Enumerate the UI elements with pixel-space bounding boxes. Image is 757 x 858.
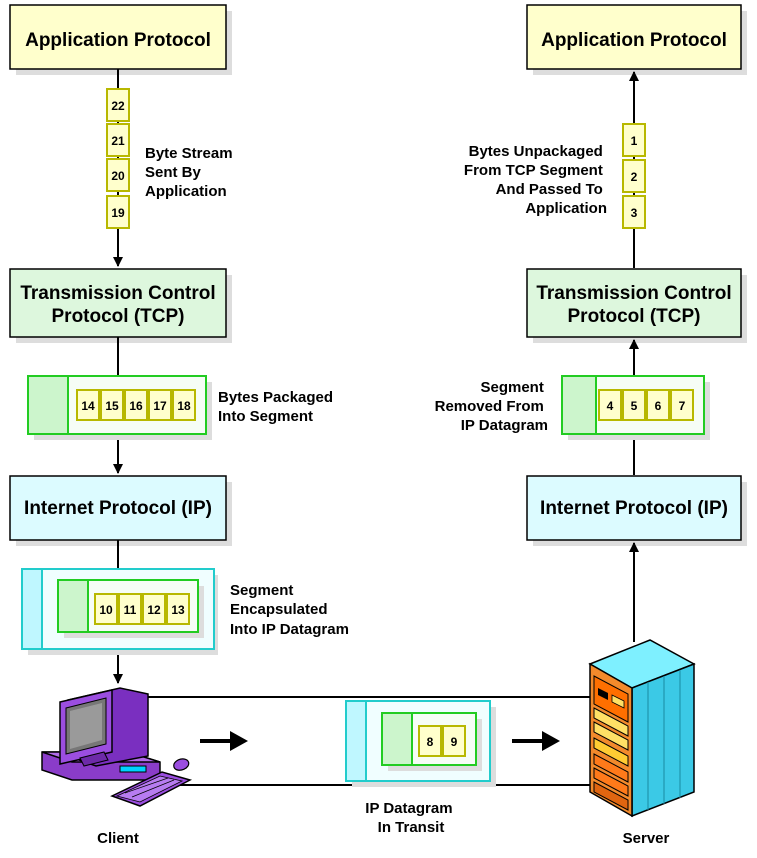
byte-box: 18 [172,389,196,421]
client-tcp-label-line2: Protocol (TCP) [52,306,185,327]
byte-box: 9 [442,725,466,757]
server-label: Server [623,830,670,847]
client-stream-note: Byte Stream Sent By Application [145,145,237,200]
byte-box: 11 [118,593,142,625]
byte-label: 1 [631,134,638,148]
transit-ip-datagram: 8 9 [345,700,496,787]
byte-label: 9 [451,735,458,749]
client-tcp-segment: 14 15 16 17 18 [27,375,212,440]
byte-label: 16 [129,399,143,413]
transit-arrow-right-icon [200,731,248,751]
client-application-protocol-label: Application Protocol [25,30,211,51]
byte-label: 15 [105,399,119,413]
byte-label: 20 [111,169,125,183]
client-application-protocol-box: Application Protocol [9,4,232,75]
server-ip-box: Internet Protocol (IP) [526,475,747,546]
client-byte-stream: 22 21 20 19 [106,88,130,229]
server-tcp-label-line1: Transmission Control [536,283,731,304]
client-ip-box: Internet Protocol (IP) [9,475,232,546]
byte-label: 13 [171,603,185,617]
byte-label: 6 [655,399,662,413]
server-byte-stream: 1 2 3 [622,123,646,229]
server-tcp-box: Transmission Control Protocol (TCP) [526,268,747,343]
byte-box: 16 [124,389,148,421]
byte-label: 2 [631,170,638,184]
transit-note: IP Datagram In Transit [365,800,456,836]
server-tcp-label-line2: Protocol (TCP) [568,306,701,327]
byte-label: 19 [111,206,125,220]
byte-box: 19 [106,195,130,229]
server-segment-note: Segment Removed From IP Datagram [435,379,548,434]
byte-label: 7 [679,399,686,413]
byte-box: 1 [622,123,646,157]
transit-arrow-right-icon [512,731,560,751]
client-datagram-note: Segment Encapsulated Into IP Datagram [230,582,349,638]
server-ip-label: Internet Protocol (IP) [540,498,728,519]
byte-label: 8 [427,735,434,749]
byte-box: 10 [94,593,118,625]
byte-box: 13 [166,593,190,625]
server-tower-icon [588,639,696,818]
byte-label: 22 [111,99,125,113]
client-ip-datagram: 10 11 12 13 [21,568,218,655]
server-stream-note: Bytes Unpackaged From TCP Segment And Pa… [464,143,607,217]
client-computer-icon [41,687,193,807]
byte-label: 21 [111,134,125,148]
byte-box: 8 [418,725,442,757]
byte-label: 17 [153,399,167,413]
byte-label: 4 [607,399,614,413]
byte-box: 3 [622,195,646,229]
byte-label: 5 [631,399,638,413]
client-segment-note: Bytes Packaged Into Segment [218,389,337,425]
byte-label: 14 [81,399,95,413]
server-application-protocol-box: Application Protocol [526,4,747,75]
byte-box: 4 [598,389,622,421]
server-application-protocol-label: Application Protocol [541,30,727,51]
byte-box: 2 [622,159,646,193]
client-tcp-label-line1: Transmission Control [20,283,215,304]
byte-label: 18 [177,399,191,413]
byte-box: 17 [148,389,172,421]
byte-box: 14 [76,389,100,421]
byte-box: 21 [106,123,130,157]
byte-box: 22 [106,88,130,122]
byte-box: 20 [106,158,130,192]
byte-box: 12 [142,593,166,625]
byte-box: 15 [100,389,124,421]
byte-box: 5 [622,389,646,421]
server-tcp-segment: 4 5 6 7 [561,375,710,440]
client-ip-label: Internet Protocol (IP) [24,498,212,519]
byte-box: 7 [670,389,694,421]
byte-label: 12 [147,603,161,617]
client-tcp-box: Transmission Control Protocol (TCP) [9,268,232,343]
byte-box: 6 [646,389,670,421]
byte-label: 3 [631,206,638,220]
byte-label: 10 [99,603,113,617]
byte-label: 11 [124,603,137,617]
client-label: Client [97,830,139,847]
